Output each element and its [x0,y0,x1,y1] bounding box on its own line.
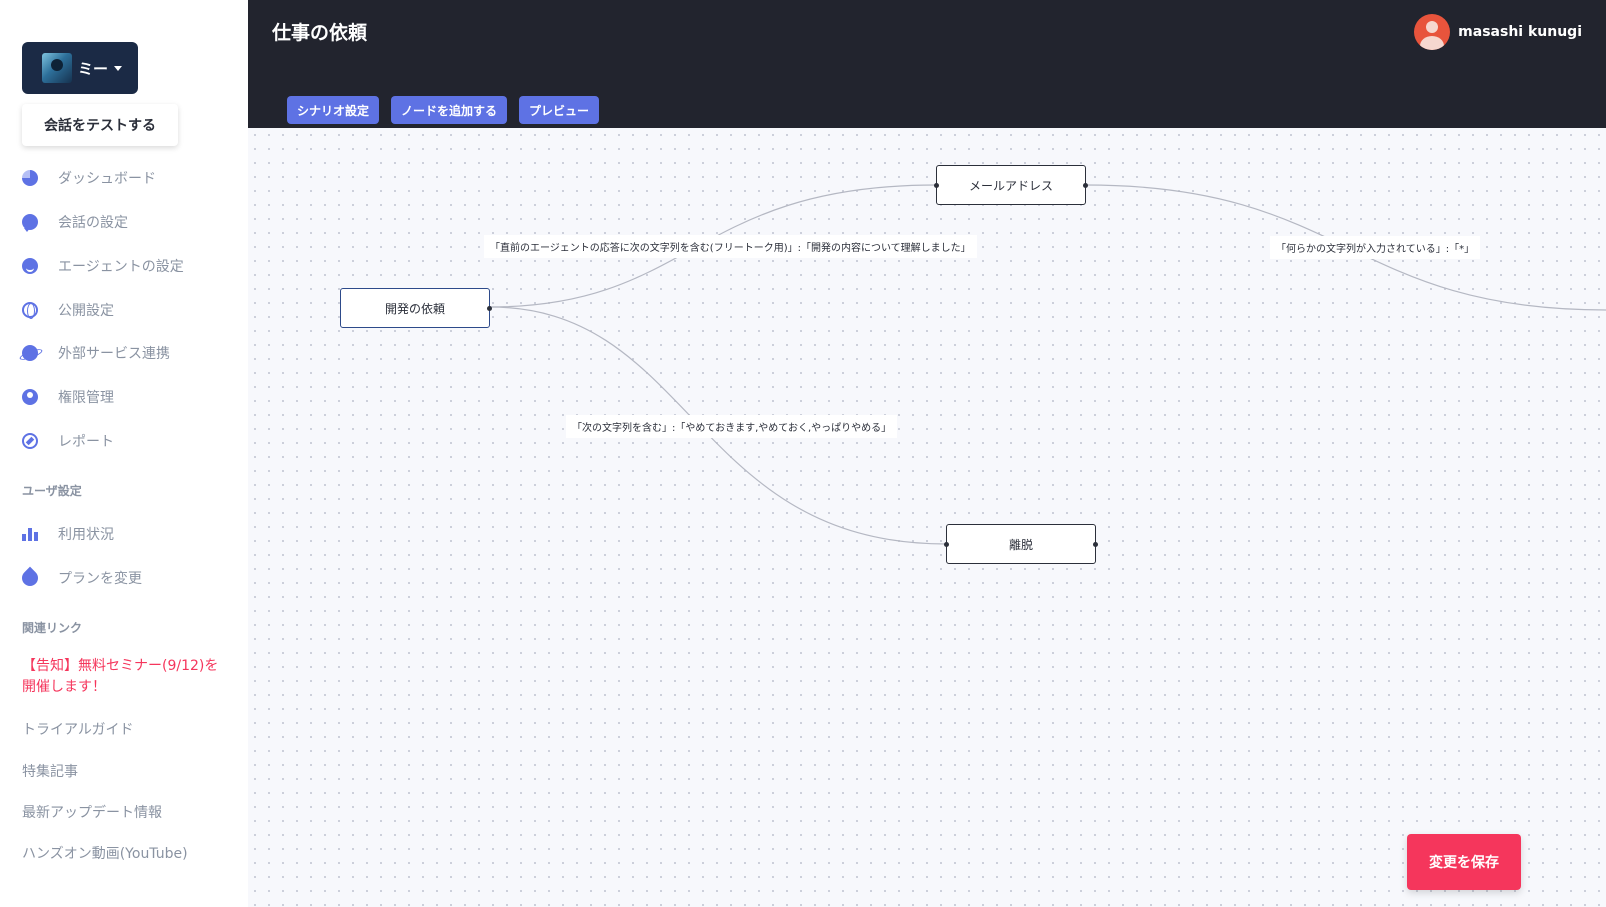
user-menu[interactable]: masashi kunugi [1414,14,1582,50]
node-output-handle[interactable] [1093,541,1098,547]
scenario-settings-button[interactable]: シナリオ設定 [287,96,380,124]
related-links-heading: 関連リンク [22,621,83,635]
sidebar-item-integrations[interactable]: 外部サービス連携 [22,341,170,365]
feature-articles-link[interactable]: 特集記事 [22,764,78,780]
flow-node-email[interactable]: メールアドレス [934,165,1088,205]
page-title: 仕事の依頼 [272,22,368,44]
globe-icon [22,302,38,319]
sidebar-item-dashboard[interactable]: ダッシュボード [22,166,156,190]
sidebar-item-label: 会話の設定 [58,215,128,231]
sidebar-item-label: ダッシュボード [58,171,156,187]
agent-name: ミー [78,59,109,78]
sidebar-item-permissions[interactable]: 権限管理 [22,385,114,409]
edge-label-request-to-email[interactable]: 「直前のエージェントの応答に次の文字列を含む(フリートーク用)」:「開発の内容に… [484,235,977,258]
sidebar-item-label: 外部サービス連携 [58,346,170,362]
chat-bubble-icon [22,214,38,232]
add-node-button[interactable]: ノードを追加する [391,96,508,124]
flow-node-leave[interactable]: 離脱 [944,524,1098,564]
flow-canvas[interactable]: 開発の依頼 メールアドレス 離脱 「直前のエージェントの応答に次の文字列を含む(… [248,128,1606,907]
compass-icon [22,433,38,449]
user-name: masashi kunugi [1458,24,1582,40]
save-changes-button[interactable]: 変更を保存 [1407,834,1521,890]
edge-label-email-to-next[interactable]: 「何らかの文字列が入力されている」:「*」 [1270,236,1481,259]
edge-label-request-to-leave[interactable]: 「次の文字列を含む」:「やめておきます,やめておく,やっぱりやめる」 [566,415,898,438]
latest-updates-link[interactable]: 最新アップデート情報 [22,805,162,821]
sidebar-item-report[interactable]: レポート [22,429,114,453]
trial-guide-link[interactable]: トライアルガイド [22,722,134,738]
node-input-handle[interactable] [934,182,939,188]
pie-chart-icon [22,170,38,186]
preview-button[interactable]: プレビュー [519,96,600,124]
sidebar-item-label: 権限管理 [58,390,114,406]
sidebar-item-label: 公開設定 [58,303,114,319]
sidebar-item-label: レポート [58,434,114,450]
sidebar-item-change-plan[interactable]: プランを変更 [18,566,142,590]
sidebar-item-label: 利用状況 [58,527,114,543]
sidebar-item-label: プランを変更 [58,571,142,587]
toolbar: シナリオ設定 ノードを追加する プレビュー [287,96,600,124]
user-settings-heading: ユーザ設定 [22,484,82,498]
sidebar: ミー 会話をテストする ダッシュボード 会話の設定 エージェントの設定 公開設定… [0,0,248,907]
flow-node-request[interactable]: 開発の依頼 [340,288,492,328]
node-label: 開発の依頼 [384,301,445,316]
sidebar-item-agent-settings[interactable]: エージェントの設定 [22,254,184,278]
agent-switcher-button[interactable]: ミー [22,42,138,94]
hands-on-video-link[interactable]: ハンズオン動画(YouTube) [22,846,188,862]
user-circle-icon [22,389,38,405]
sidebar-item-usage[interactable]: 利用状況 [22,522,114,546]
node-label: メールアドレス [968,178,1053,193]
sidebar-item-label: エージェントの設定 [58,259,184,275]
sidebar-item-conversation-settings[interactable]: 会話の設定 [22,210,128,234]
header: 仕事の依頼 masashi kunugi シナリオ設定 ノードを追加する プレビ… [248,0,1606,128]
node-input-handle[interactable] [944,541,949,547]
planet-icon [22,345,38,361]
node-label: 離脱 [1008,537,1033,552]
user-avatar [1414,14,1451,50]
caret-down-icon [114,65,123,71]
sidebar-item-publish-settings[interactable]: 公開設定 [22,298,114,322]
bar-chart-icon [22,526,38,542]
test-conversation-button[interactable]: 会話をテストする [22,104,178,146]
agent-avatar [42,53,72,83]
seminar-announcement-link[interactable]: 【告知】無料セミナー(9/12)を開催します！ [22,658,219,695]
rocket-icon [18,566,42,590]
node-output-handle[interactable] [1083,182,1088,188]
node-output-handle[interactable] [487,305,492,311]
smile-icon [22,258,38,274]
